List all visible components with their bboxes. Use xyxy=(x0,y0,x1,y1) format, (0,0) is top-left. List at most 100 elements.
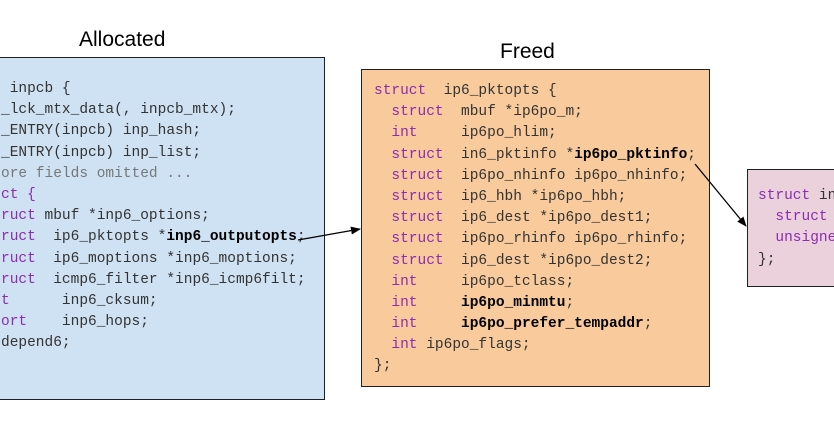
keyword-token: ruct xyxy=(1,271,36,288)
keyword-token: struct xyxy=(775,209,828,226)
keyword-token: struct xyxy=(391,167,444,184)
code-token: mbuf *inp6_options; xyxy=(35,208,210,225)
allocated-code-line: _lck_mtx_data(, inpcb_mtx); xyxy=(1,100,306,121)
allocated-code-line: ore fields omitted ... xyxy=(1,164,306,185)
code-token xyxy=(374,125,391,141)
code-token: mbuf *ip6po_m; xyxy=(443,104,583,121)
keyword-token: int xyxy=(391,294,418,311)
code-token xyxy=(374,231,391,247)
code-token: _ENTRY(inpcb) inp_list; xyxy=(1,144,202,161)
keyword-token: int xyxy=(391,273,418,290)
code-token xyxy=(758,230,775,246)
keyword-token: struct xyxy=(391,146,444,163)
freed-code-line: int ip6po_tclass; xyxy=(374,272,696,293)
allocated-code: inpcb { _lck_mtx_data(, inpcb_mtx); _ENTRY… xyxy=(1,79,306,354)
allocated-code-line: ort inp6_hops; xyxy=(1,312,306,333)
allocated-title: Allocated xyxy=(79,28,166,51)
code-token xyxy=(418,295,462,311)
freed-code-line: struct ip6_hbh *ip6po_hbh; xyxy=(374,187,696,208)
code-token xyxy=(374,168,391,184)
freed-code-line: int ip6po_hlim; xyxy=(374,123,696,144)
keyword-token: ort xyxy=(1,314,28,331)
allocated-inpcb-box: inpcb { _lck_mtx_data(, inpcb_mtx); _ENTRY… xyxy=(0,57,325,400)
code-token: ip6po_tclass; xyxy=(417,273,575,290)
code-token xyxy=(374,316,391,332)
allocated-code-line: _ENTRY(inpcb) inp_hash; xyxy=(1,121,306,142)
code-token: ip6_dest *ip6po_dest1; xyxy=(443,210,653,227)
code-token xyxy=(374,337,391,353)
third-code-line: struct in xyxy=(758,186,834,207)
keyword-token: ruct xyxy=(1,229,36,246)
code-token xyxy=(758,209,775,225)
code-token: ip6_pktopts { xyxy=(426,83,557,99)
allocated-code-line: _ENTRY(inpcb) inp_list; xyxy=(1,143,306,164)
keyword-token: ruct xyxy=(1,208,36,225)
code-token: _ENTRY(inpcb) inp_hash; xyxy=(1,123,202,140)
highlighted-field: inp6_outputopts xyxy=(166,229,297,246)
in6-pktinfo-box: struct in struct unsigne}; xyxy=(747,169,834,287)
code-token xyxy=(374,147,391,163)
code-token: }; xyxy=(758,251,776,268)
code-token: in xyxy=(810,188,834,204)
code-token: ip6_pktopts * xyxy=(35,229,167,246)
third-code-line: }; xyxy=(758,250,834,271)
code-token xyxy=(418,316,462,332)
code-token: ip6_hbh *ip6po_hbh; xyxy=(443,188,627,205)
freed-ip6-pktopts-box: struct ip6_pktopts { struct mbuf *ip6po_… xyxy=(361,69,710,387)
freed-code: struct ip6_pktopts { struct mbuf *ip6po_… xyxy=(374,81,696,378)
highlighted-field: ip6po_prefer_tempaddr xyxy=(461,316,644,333)
code-token: ip6po_flags; xyxy=(417,337,531,354)
freed-code-line: struct ip6_pktopts { xyxy=(374,81,696,102)
keyword-token: t xyxy=(1,292,10,309)
code-token: ip6po_hlim; xyxy=(417,125,557,142)
code-token: inp6_hops; xyxy=(27,314,149,331)
code-token: ip6po_rhinfo ip6po_rhinfo; xyxy=(443,231,688,248)
allocated-code-line: t inp6_cksum; xyxy=(1,291,306,312)
allocated-code-line: ruct icmp6_filter *inp6_icmp6filt; xyxy=(1,270,306,291)
code-token: depend6; xyxy=(1,335,71,352)
freed-title: Freed xyxy=(500,40,555,63)
keyword-token: int xyxy=(391,316,418,333)
keyword-token: unsigne xyxy=(775,230,834,247)
third-code-line: struct xyxy=(758,207,834,228)
code-token xyxy=(374,253,391,269)
allocated-code-line: ruct mbuf *inp6_options; xyxy=(1,206,306,227)
code-token xyxy=(374,295,391,311)
freed-code-line: struct mbuf *ip6po_m; xyxy=(374,102,696,123)
highlighted-field: ip6po_pktinfo xyxy=(574,146,688,163)
allocated-code-line: ruct ip6_pktopts *inp6_outputopts; xyxy=(1,227,306,248)
keyword-token: struct xyxy=(391,104,444,121)
freed-code-line: int ip6po_flags; xyxy=(374,335,696,356)
keyword-token: struct xyxy=(391,231,444,248)
freed-code-line: }; xyxy=(374,356,696,377)
code-token: ip6_dest *ip6po_dest2; xyxy=(443,252,653,269)
code-token: ; xyxy=(643,316,653,333)
code-token: _lck_mtx_data(, inpcb_mtx); xyxy=(1,102,236,119)
code-token: }; xyxy=(374,358,392,375)
freed-code-line: int ip6po_prefer_tempaddr; xyxy=(374,314,696,335)
comment-token: ore fields omitted ... xyxy=(1,165,193,182)
highlighted-field: ip6po_minmtu xyxy=(461,294,566,311)
code-token: ; xyxy=(687,146,696,163)
code-token: ip6po_nhinfo ip6po_nhinfo; xyxy=(443,167,688,184)
keyword-token: struct xyxy=(374,83,427,99)
code-token xyxy=(374,274,391,290)
keyword-token: struct xyxy=(391,252,444,269)
freed-code-line: int ip6po_minmtu; xyxy=(374,293,696,314)
keyword-token: int xyxy=(391,337,418,354)
keyword-token: struct xyxy=(391,210,444,227)
keyword-token: struct xyxy=(391,188,444,205)
code-token: ; xyxy=(296,229,306,246)
keyword-token: struct xyxy=(758,188,811,204)
keyword-token: int xyxy=(391,125,418,142)
allocated-code-line: ct { xyxy=(1,185,306,206)
freed-code-line: struct in6_pktinfo *ip6po_pktinfo; xyxy=(374,145,696,166)
allocated-code-line: depend6; xyxy=(1,333,306,354)
third-code-line: unsigne xyxy=(758,228,834,249)
code-token xyxy=(374,189,391,205)
code-token: inp6_cksum; xyxy=(9,292,158,309)
freed-code-line: struct ip6po_nhinfo ip6po_nhinfo; xyxy=(374,166,696,187)
freed-code-line: struct ip6_dest *ip6po_dest1; xyxy=(374,208,696,229)
allocated-code-line: inpcb { xyxy=(1,79,306,100)
keyword-token: ruct xyxy=(1,250,36,267)
